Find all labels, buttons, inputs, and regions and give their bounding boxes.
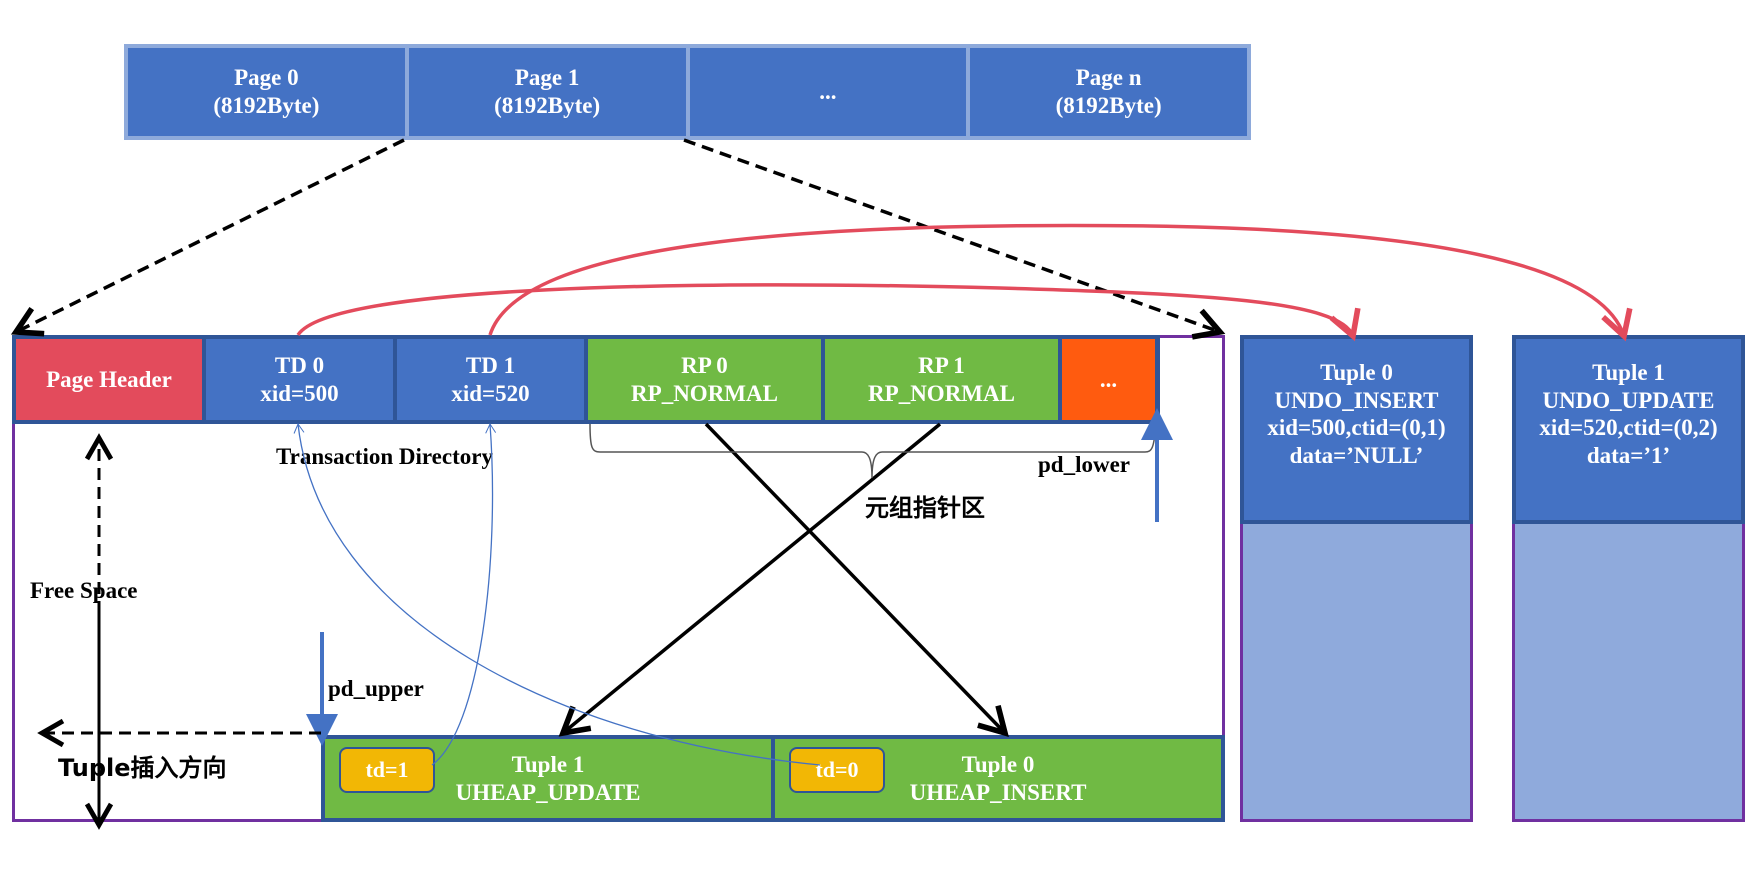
td-xid: xid=500	[260, 380, 339, 406]
undo-record-header: Tuple 1 UNDO_UPDATE xid=520,ctid=(0,2) d…	[1512, 335, 1745, 524]
page-title: Page n	[1075, 65, 1142, 91]
page-size: (8192Byte)	[494, 93, 601, 118]
tuple-title: Tuple 1	[511, 751, 585, 777]
undo-title: Tuple 1	[1592, 360, 1665, 385]
tuple-0[interactable]: td=0 Tuple 0 UHEAP_INSERT	[775, 739, 1221, 818]
page-title: Page 1	[514, 65, 580, 91]
page-ellipsis: ...	[689, 48, 967, 136]
td-xid: xid=520	[451, 380, 530, 406]
page-size: (8192Byte)	[1055, 93, 1162, 118]
rp-title: RP 0	[681, 352, 728, 378]
undo-ids: xid=500,ctid=(0,1)	[1267, 415, 1446, 441]
free-space-label: Free Space	[30, 578, 138, 603]
undo-record-0[interactable]: Tuple 0 UNDO_INSERT xid=500,ctid=(0,1) d…	[1240, 335, 1473, 822]
td-slot-0[interactable]: TD 0 xid=500	[206, 339, 393, 420]
undo-ids: xid=520,ctid=(0,2)	[1539, 415, 1718, 441]
page-1[interactable]: Page 1 (8192Byte)	[408, 48, 686, 136]
undo-record-header: Tuple 0 UNDO_INSERT xid=500,ctid=(0,1) d…	[1240, 335, 1473, 524]
tuple-op: UHEAP_INSERT	[909, 779, 1087, 805]
transaction-directory-label: Transaction Directory	[276, 444, 493, 469]
td-title: TD 1	[465, 352, 516, 378]
page-n[interactable]: Page n (8192Byte)	[970, 48, 1247, 136]
page-title: Page 0	[234, 65, 299, 91]
rp-slot-0[interactable]: RP 0 RP_NORMAL	[588, 339, 821, 420]
td-tag: td=1	[339, 747, 435, 793]
page-title: ...	[819, 79, 837, 105]
page-slot-row: Page Header TD 0 xid=500 TD 1 xid=520 RP…	[12, 335, 1160, 424]
page-size: (8192Byte)	[213, 93, 320, 118]
undo-data: data=’NULL’	[1289, 442, 1424, 468]
undo-op: UNDO_INSERT	[1274, 387, 1439, 413]
td-title: TD 0	[274, 352, 325, 378]
zoom-line-right	[683, 138, 1226, 340]
td-slot-1[interactable]: TD 1 xid=520	[397, 339, 584, 420]
td0-undo-link	[296, 283, 1361, 342]
rp-more-label: ...	[1099, 366, 1118, 392]
rp-slot-1[interactable]: RP 1 RP_NORMAL	[825, 339, 1058, 420]
pd-lower-label: pd_lower	[1038, 452, 1130, 477]
tuple-title: Tuple 0	[961, 751, 1035, 777]
undo-op: UNDO_UPDATE	[1542, 387, 1715, 413]
page-array: Page 0 (8192Byte) Page 1 (8192Byte) ... …	[124, 44, 1251, 140]
undo-title: Tuple 0	[1320, 360, 1393, 385]
rp-state: RP_NORMAL	[631, 380, 778, 406]
rp-state: RP_NORMAL	[868, 380, 1015, 406]
td-tag: td=0	[789, 747, 885, 793]
pd-upper-label: pd_upper	[328, 676, 424, 701]
tuple-row: td=1 Tuple 1 UHEAP_UPDATE td=0 Tuple 0 U…	[321, 735, 1225, 822]
page-header-label: Page Header	[46, 366, 172, 392]
undo-record-1[interactable]: Tuple 1 UNDO_UPDATE xid=520,ctid=(0,2) d…	[1512, 335, 1745, 822]
tuple-insert-direction-label: Tuple插入方向	[58, 754, 227, 782]
page-0[interactable]: Page 0 (8192Byte)	[128, 48, 405, 136]
td1-undo-link	[488, 223, 1633, 342]
tuple-pointer-area-label: 元组指针区	[865, 494, 985, 522]
rp-title: RP 1	[918, 352, 965, 378]
undo-data: data=’1’	[1586, 442, 1671, 468]
tuple-1[interactable]: td=1 Tuple 1 UHEAP_UPDATE	[325, 739, 771, 818]
zoom-line-left	[10, 138, 405, 337]
rp-more: ...	[1062, 339, 1155, 420]
page-header[interactable]: Page Header	[16, 339, 202, 420]
tuple-op: UHEAP_UPDATE	[455, 779, 641, 805]
